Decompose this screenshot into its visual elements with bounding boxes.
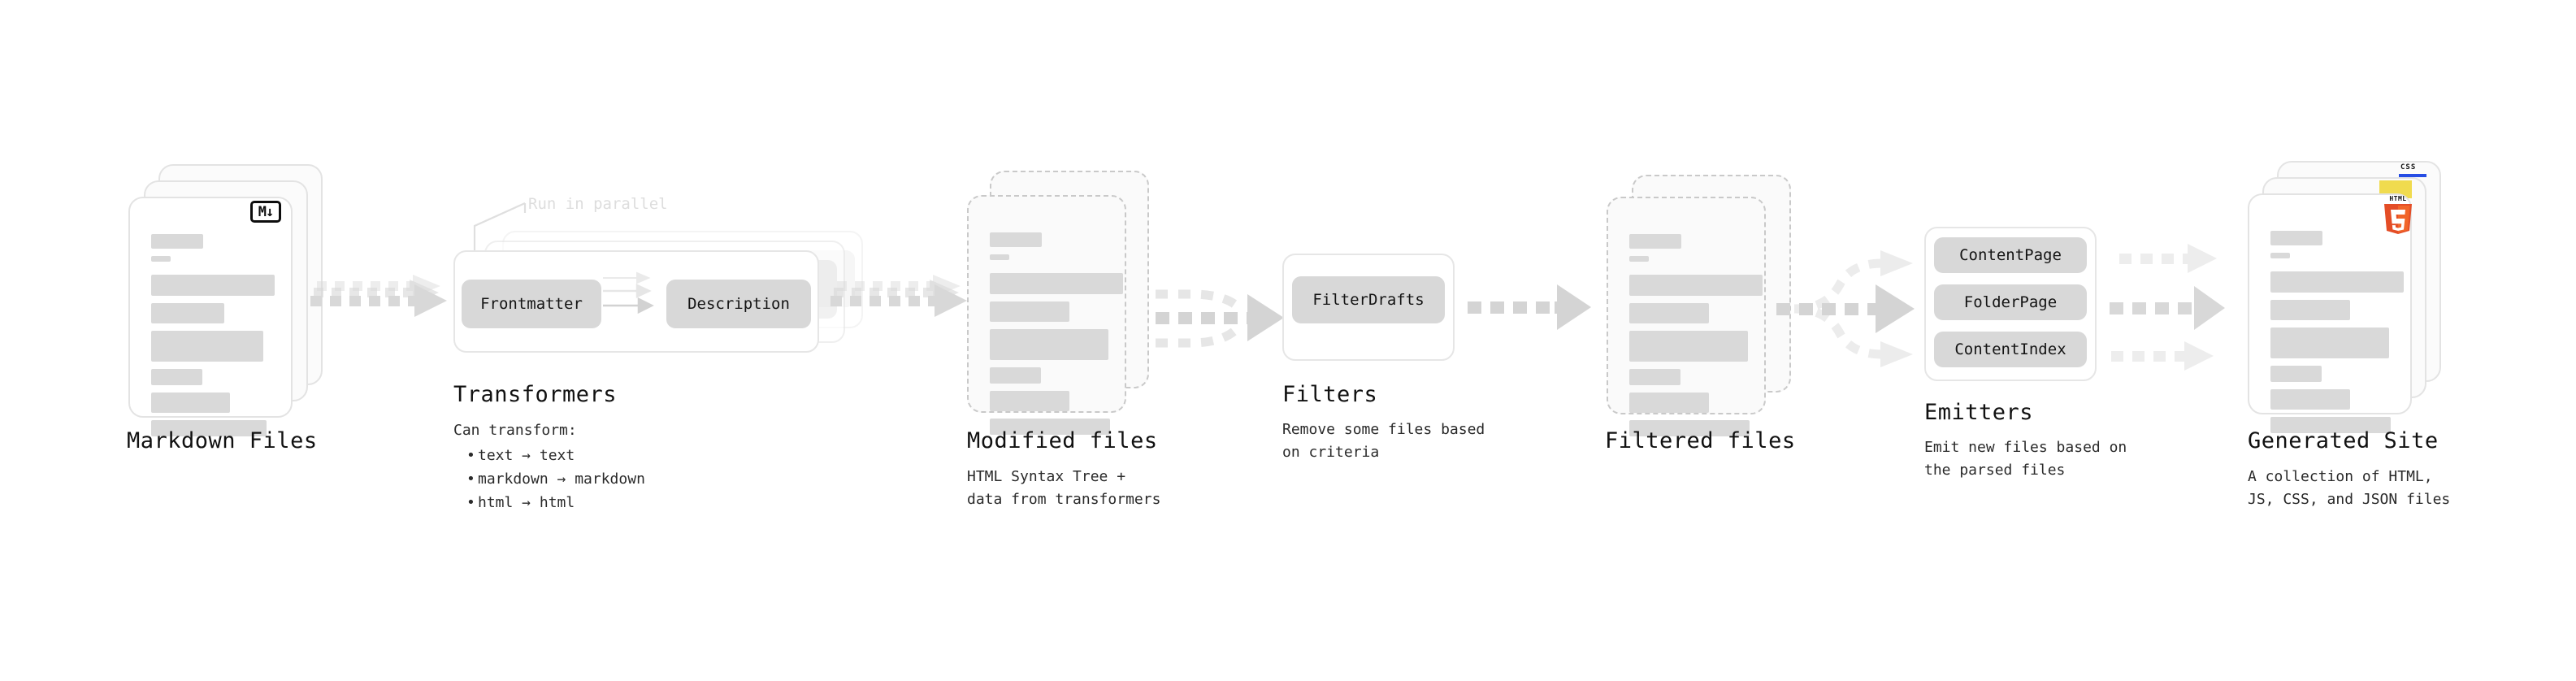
markdown-icon: M↓ (250, 201, 281, 223)
modified-files-title: Modified files (967, 428, 1158, 453)
generated-site-title: Generated Site (2248, 428, 2439, 453)
modified-files-description: HTML Syntax Tree + data from transformer… (967, 468, 1161, 508)
generated-site-skeleton (2270, 231, 2404, 440)
connector-md-to-transformers (310, 275, 449, 340)
connector-modified-to-filters (1141, 258, 1291, 348)
markdown-icon-label: M↓ (258, 203, 275, 220)
connector-emitters-to-site (2110, 232, 2256, 387)
transformer-node-frontmatter[interactable]: Frontmatter (462, 280, 601, 328)
run-in-parallel-label: Run in parallel (528, 195, 668, 213)
transformer-node-description-label: Description (687, 295, 790, 313)
filter-node-filterdrafts[interactable]: FilterDrafts (1292, 276, 1445, 323)
filters-title: Filters (1282, 382, 1378, 407)
connector-filters-to-filtered (1468, 284, 1598, 336)
markdown-file-skeleton (151, 234, 275, 444)
emitters-title: Emitters (1924, 400, 2034, 425)
transformer-inner-arrows (603, 268, 676, 325)
connector-transformers-to-modified (830, 275, 969, 340)
css-icon-bar (2399, 174, 2426, 177)
transformer-node-frontmatter-label: Frontmatter (480, 295, 583, 313)
markdown-files-title: Markdown Files (127, 428, 318, 453)
markdown-file-card-front (128, 197, 293, 436)
connector-filtered-to-emitters (1776, 234, 1931, 380)
filtered-file-card-front (1607, 197, 1766, 436)
emitter-node-contentpage-label: ContentPage (1959, 246, 2062, 264)
transformers-description-heading: Can transform: (453, 422, 577, 439)
emitter-node-folderpage-label: FolderPage (1963, 293, 2058, 311)
transformer-node-description[interactable]: Description (666, 280, 811, 328)
transformers-bullet-list: text → text markdown → markdown html → h… (453, 444, 645, 515)
css-icon-label: CSS (2400, 163, 2417, 171)
html5-icon: HTML (2381, 193, 2415, 236)
emitter-node-contentpage[interactable]: ContentPage (1934, 237, 2087, 273)
svg-text:HTML: HTML (2389, 195, 2406, 202)
modified-file-skeleton (990, 232, 1123, 442)
emitter-node-contentindex[interactable]: ContentIndex (1934, 332, 2087, 367)
generated-site-description: A collection of HTML, JS, CSS, and JSON … (2248, 468, 2451, 508)
transformers-description: Can transform: text → text markdown → ma… (453, 419, 645, 515)
css-icon: CSS (2399, 163, 2426, 177)
filtered-files-title: Filtered files (1605, 428, 1796, 453)
modified-file-card-front (967, 195, 1126, 435)
run-in-parallel-leader-line (470, 202, 535, 252)
transformers-bullet-2: html → html (466, 491, 645, 514)
emitter-node-folderpage[interactable]: FolderPage (1934, 284, 2087, 320)
filtered-file-skeleton (1629, 234, 1763, 444)
emitters-description: Emit new files based on the parsed files (1924, 439, 2127, 479)
emitter-node-contentindex-label: ContentIndex (1954, 340, 2066, 358)
filter-node-filterdrafts-label: FilterDrafts (1312, 291, 1425, 309)
transformers-bullet-1: markdown → markdown (466, 467, 645, 491)
transformers-title: Transformers (453, 382, 618, 407)
transformers-bullet-0: text → text (466, 444, 645, 467)
filters-description: Remove some files based on criteria (1282, 421, 1485, 461)
generated-site-card-front (2248, 193, 2412, 433)
